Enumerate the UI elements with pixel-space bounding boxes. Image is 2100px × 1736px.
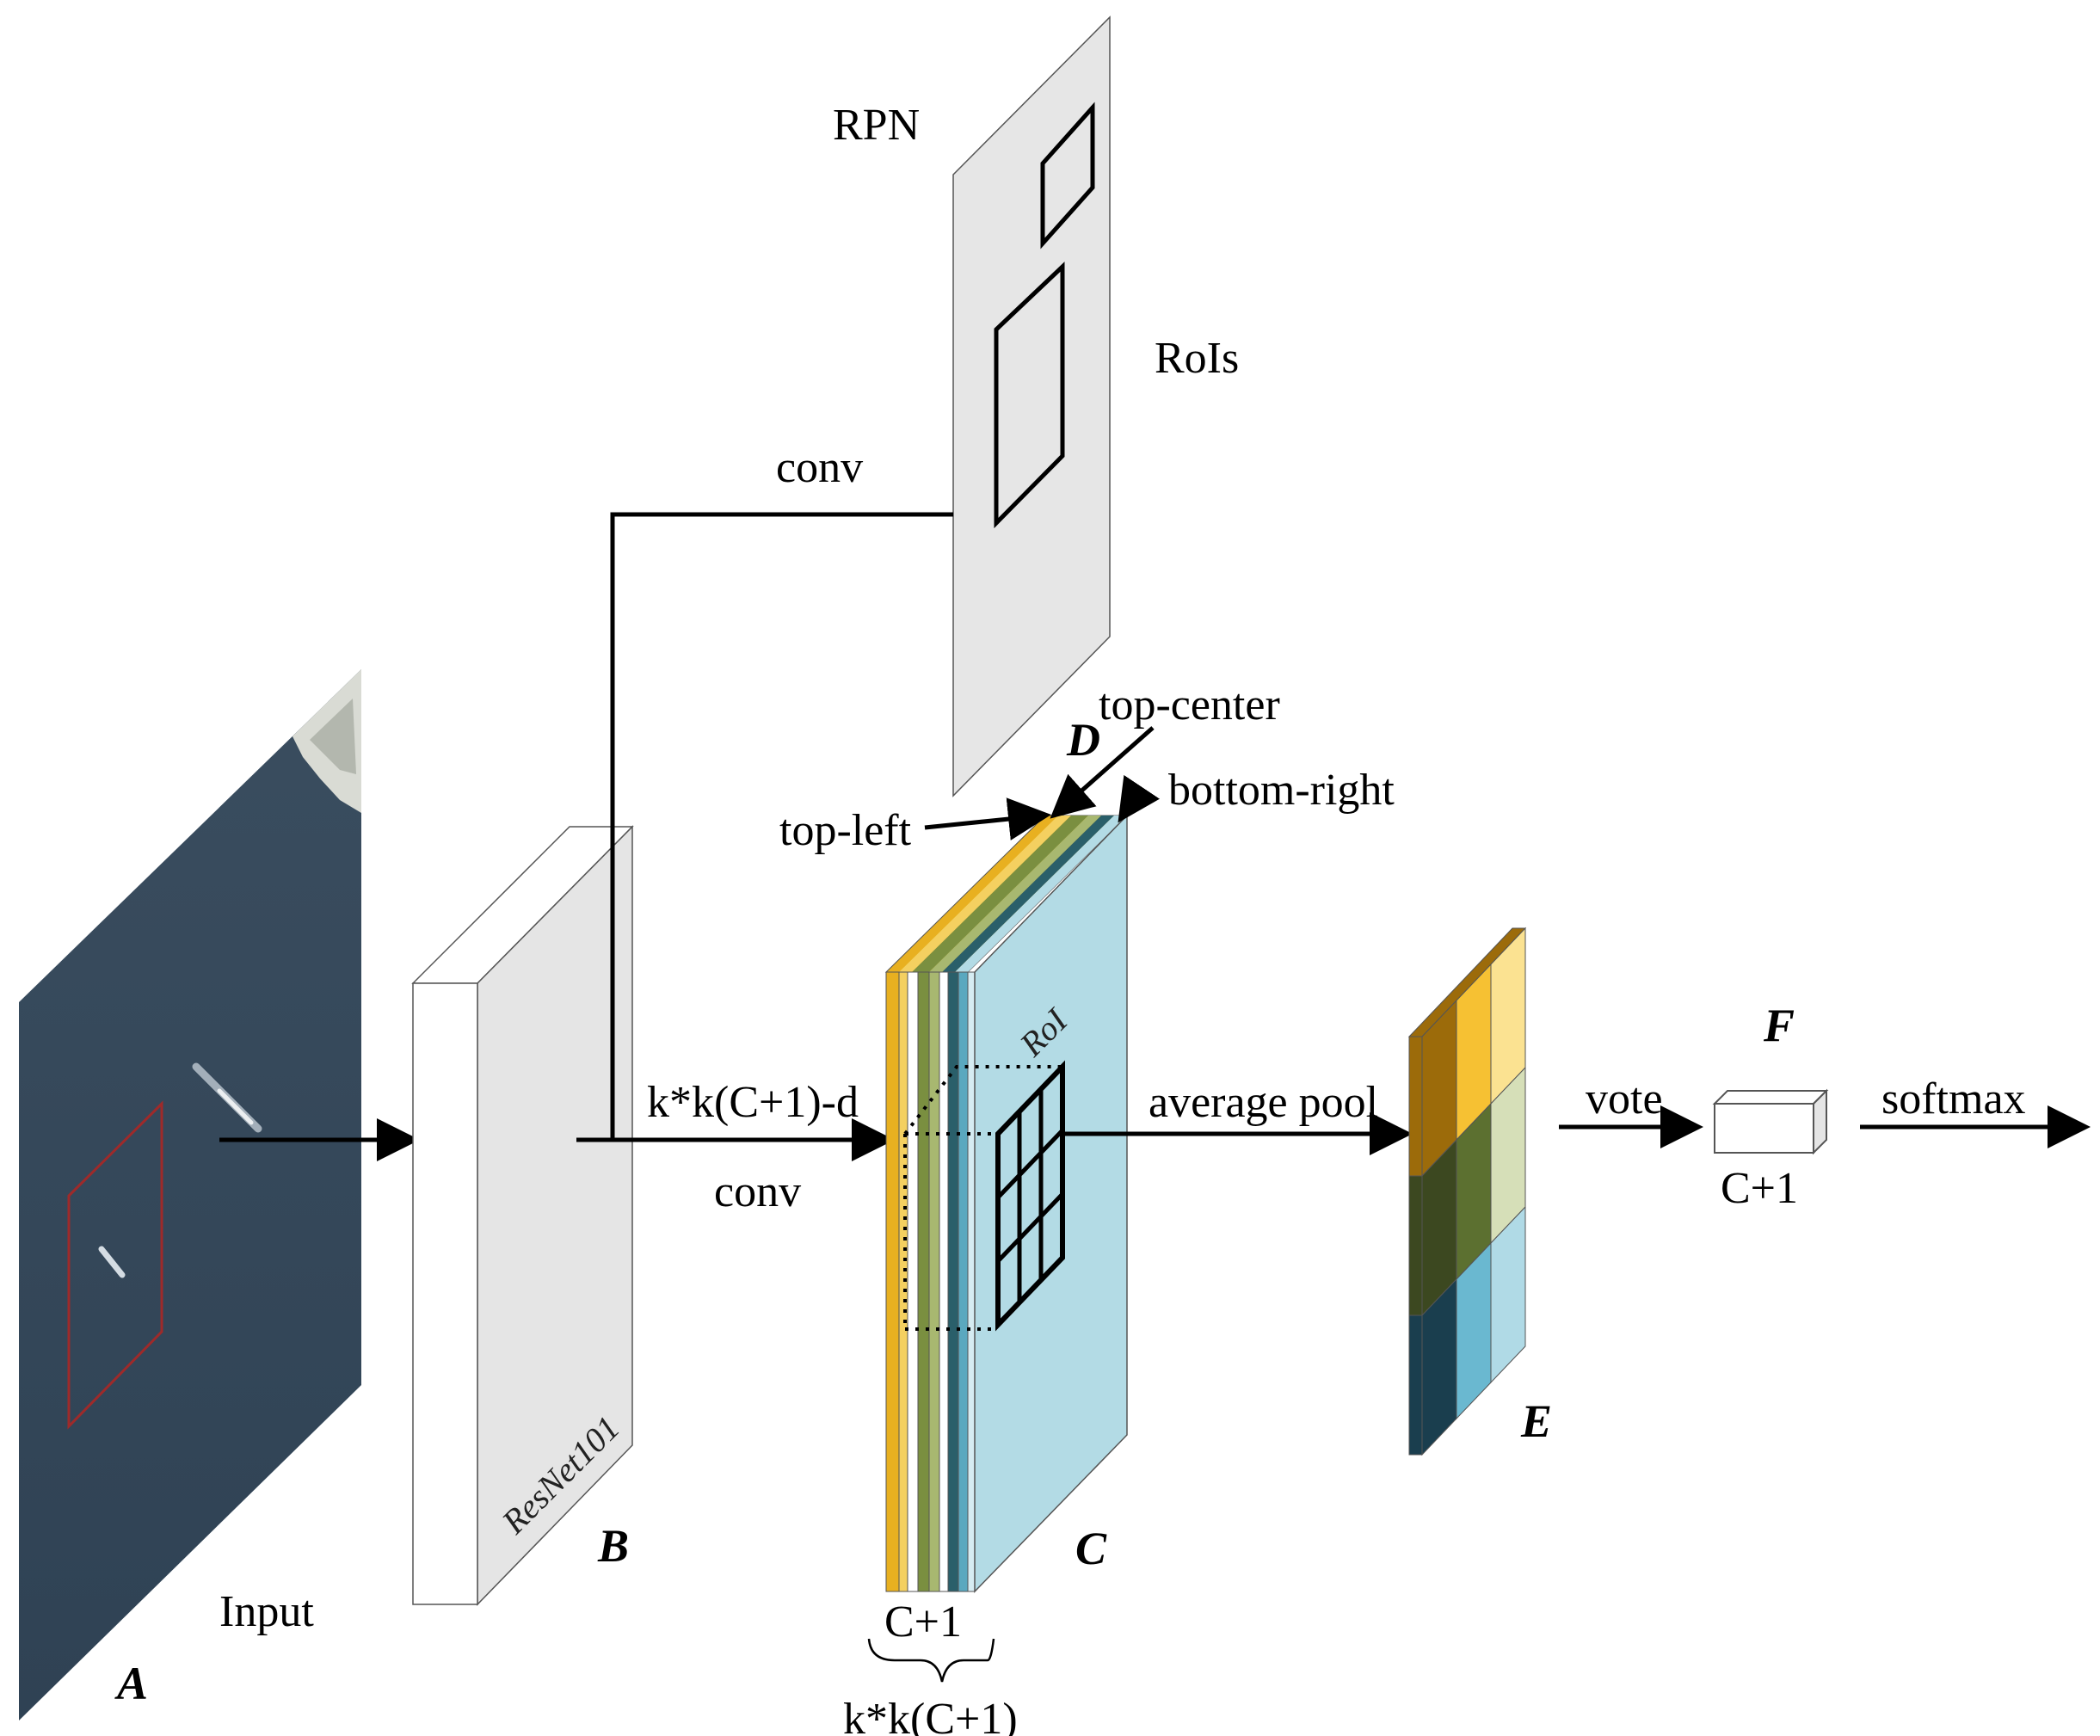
softmax-label: softmax xyxy=(1881,1074,2026,1123)
strip-white-2 xyxy=(939,971,949,1592)
top-stripe-green xyxy=(929,816,1101,972)
top-stripe-yellow xyxy=(899,816,1071,972)
strip-olive xyxy=(917,971,930,1592)
resnet-block xyxy=(411,825,634,1606)
pooled-front-cell xyxy=(1408,1314,1423,1456)
rpn-plane xyxy=(952,15,1111,797)
top-stripe-teal xyxy=(942,816,1114,972)
rpn-label: RPN xyxy=(833,101,920,150)
strip-green xyxy=(928,971,940,1592)
label-e: E xyxy=(1520,1395,1552,1447)
class-vector-box xyxy=(1712,1088,1829,1155)
strip-gold xyxy=(885,971,900,1592)
label-f: F xyxy=(1763,1000,1795,1051)
ocean-surface xyxy=(19,669,361,1721)
vector-top-face xyxy=(1712,1090,1829,1105)
small-ship xyxy=(98,1246,126,1278)
conv-to-rpn-line xyxy=(610,512,953,1140)
input-label: Input xyxy=(219,1587,314,1636)
conv-bottom-label: conv xyxy=(714,1167,801,1216)
channel-brace xyxy=(867,1638,995,1683)
vector-front-face xyxy=(1714,1103,1814,1154)
rpn-roi-small xyxy=(1040,102,1095,249)
coastline-detail xyxy=(310,699,356,774)
label-a: A xyxy=(114,1658,148,1709)
resnet-front-face xyxy=(412,982,478,1605)
top-stripe-light xyxy=(955,816,1127,972)
roi-grid-h1 xyxy=(996,1129,1064,1199)
label-c: C xyxy=(1075,1523,1107,1574)
strip-pale xyxy=(967,971,976,1592)
average-pool-label: average pool xyxy=(1149,1078,1378,1127)
rpn-roi-large xyxy=(994,262,1065,529)
label-d: D xyxy=(1066,714,1100,766)
top-stripe-olive xyxy=(912,816,1088,972)
input-roi-box xyxy=(67,1100,163,1430)
top-left-label: top-left xyxy=(779,806,912,855)
kk-d-label: k*k(C+1)-d xyxy=(647,1078,859,1127)
bottom-right-arrow xyxy=(1118,774,1160,823)
top-left-arrow xyxy=(924,797,1051,840)
pooled-grid xyxy=(1407,926,1527,1456)
c-plus-1-box-label: C+1 xyxy=(1721,1164,1798,1213)
rois-label: RoIs xyxy=(1155,334,1239,383)
input-image-plane xyxy=(19,669,361,1721)
vote-label: vote xyxy=(1586,1074,1663,1123)
pooled-cell xyxy=(1490,1205,1526,1384)
rpn-surface xyxy=(952,15,1111,797)
bottom-right-label: bottom-right xyxy=(1168,766,1395,815)
c-plus-1-stack-label: C+1 xyxy=(884,1597,962,1647)
label-b: B xyxy=(597,1520,629,1572)
roi-cube-top-edge xyxy=(903,1065,1062,1136)
strip-white-1 xyxy=(907,971,919,1592)
ship xyxy=(217,1088,254,1125)
conv-top-label: conv xyxy=(776,443,863,492)
pooled-front-cell xyxy=(1408,1036,1423,1177)
top-center-label: top-center xyxy=(1099,680,1280,729)
top-center-arrow xyxy=(1050,726,1155,819)
pooled-front-cell xyxy=(1408,1175,1423,1316)
kk-bottom-label: k*k(C+1) xyxy=(843,1695,1018,1736)
score-map-stack xyxy=(884,814,1129,1593)
roi-grid-h2 xyxy=(996,1192,1064,1263)
